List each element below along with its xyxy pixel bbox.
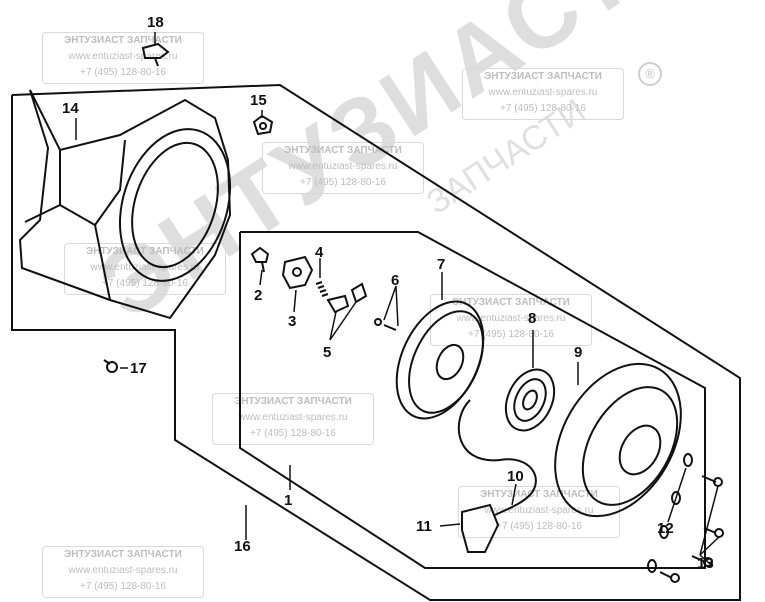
watermark-company: ЭНТУЗИАСТ ЗАПЧАСТИ [234, 396, 352, 407]
callout-7: 7 [437, 256, 446, 273]
watermark-phone: +7 (495) 128-80-16 [500, 103, 586, 114]
fan-shroud [18, 89, 232, 320]
callout-6: 6 [391, 272, 400, 289]
watermark-company: ЭНТУЗИАСТ ЗАПЧАСТИ [480, 489, 598, 500]
callout-3: 3 [288, 313, 297, 330]
washers-12 [647, 453, 693, 573]
callout-13: 13 [697, 555, 714, 572]
callout-15: 15 [250, 92, 267, 109]
watermark-phone: +7 (495) 128-80-16 [80, 581, 166, 592]
watermark-box: ЭНТУЗИАСТ ЗАПЧАСТИ www.entuziast-spares.… [430, 294, 592, 346]
watermark-company: ЭНТУЗИАСТ ЗАПЧАСТИ [64, 35, 182, 46]
callout-4: 4 [315, 244, 324, 261]
watermark-box: ЭНТУЗИАСТ ЗАПЧАСТИ www.entuziast-spares.… [262, 142, 424, 194]
callout-14: 14 [62, 100, 79, 117]
callout-10: 10 [507, 468, 524, 485]
watermark-phone: +7 (495) 128-80-16 [300, 177, 386, 188]
watermark-url: www.entuziast-spares.ru [238, 412, 348, 423]
starter-rope-10 [457, 399, 537, 516]
watermark-company: ЭНТУЗИАСТ ЗАПЧАСТИ [86, 246, 204, 257]
nut-18 [141, 42, 170, 67]
pin-6 [374, 318, 397, 331]
recoil-housing-9 [554, 362, 682, 518]
watermark-phone: +7 (495) 128-80-16 [250, 428, 336, 439]
spiral-spring-8 [504, 368, 556, 432]
ratchet-3 [281, 255, 314, 290]
watermark-phone: +7 (495) 128-80-16 [102, 278, 188, 289]
callout-9: 9 [574, 344, 583, 361]
watermark-url: www.entuziast-spares.ru [288, 161, 398, 172]
watermark-box: ЭНТУЗИАСТ ЗАПЧАСТИ www.entuziast-spares.… [42, 546, 204, 598]
watermark-box: ЭНТУЗИАСТ ЗАПЧАСТИ www.entuziast-spares.… [462, 68, 624, 120]
callout-11: 11 [416, 518, 432, 535]
bolt-2 [250, 246, 270, 273]
watermark-url: www.entuziast-spares.ru [68, 51, 178, 62]
starter-handle-11 [461, 503, 500, 553]
starter-outline [239, 231, 706, 569]
watermark-box: ЭНТУЗИАСТ ЗАПЧАСТИ www.entuziast-spares.… [212, 393, 374, 445]
nut-15 [252, 114, 274, 136]
pawl-5 [326, 282, 368, 314]
callout-18: 18 [147, 14, 164, 31]
pulley-7 [395, 300, 485, 420]
bolt-17 [103, 359, 118, 373]
bolts-13 [659, 475, 724, 583]
watermark-company: ЭНТУЗИАСТ ЗАПЧАСТИ [452, 297, 570, 308]
callout-5: 5 [323, 344, 332, 361]
watermark-phone: +7 (495) 128-80-16 [496, 521, 582, 532]
watermark-url: www.entuziast-spares.ru [90, 262, 200, 273]
callout-2: 2 [254, 287, 263, 304]
watermark-registered-mark: ® [638, 62, 662, 86]
watermark-company: ЭНТУЗИАСТ ЗАПЧАСТИ [64, 549, 182, 560]
watermark-box: ЭНТУЗИАСТ ЗАПЧАСТИ www.entuziast-spares.… [42, 32, 204, 84]
spring-4 [315, 281, 329, 297]
watermark-url: www.entuziast-spares.ru [488, 87, 598, 98]
watermark-phone: +7 (495) 128-80-16 [80, 67, 166, 78]
watermark-url: www.entuziast-spares.ru [484, 505, 594, 516]
watermark-company: ЭНТУЗИАСТ ЗАПЧАСТИ [484, 71, 602, 82]
leader-lines [75, 32, 720, 565]
watermark-company: ЭНТУЗИАСТ ЗАПЧАСТИ [284, 145, 402, 156]
callout-12: 12 [657, 520, 674, 537]
watermark-box: ЭНТУЗИАСТ ЗАПЧАСТИ www.entuziast-spares.… [64, 243, 226, 295]
callout-8: 8 [528, 310, 537, 327]
callout-17: 17 [130, 360, 147, 377]
callout-16: 16 [234, 538, 251, 555]
assembly-outline [11, 83, 741, 601]
watermark-phone: +7 (495) 128-80-16 [468, 329, 554, 340]
watermark-url: www.entuziast-spares.ru [68, 565, 178, 576]
watermark-url: www.entuziast-spares.ru [456, 313, 566, 324]
callout-1: 1 [284, 492, 293, 509]
